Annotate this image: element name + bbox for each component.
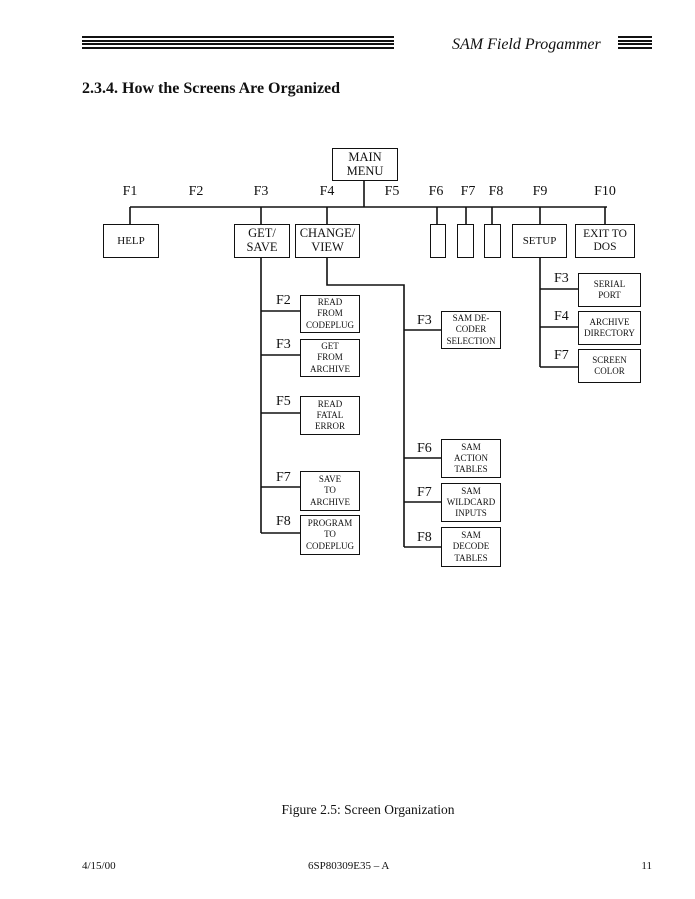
sam-wildcard-inputs-box: SAM WILDCARD INPUTS — [441, 483, 501, 522]
archive-directory-box: ARCHIVE DIRECTORY — [578, 311, 641, 345]
footer-doc-number: 6SP80309E35 – A — [308, 860, 390, 872]
setup-box: SETUP — [512, 224, 567, 258]
key-label-f6: F6 — [428, 184, 444, 199]
key-label-f5: F5 — [384, 184, 400, 199]
key-label-f10: F10 — [594, 184, 616, 199]
setup-key-f4: F4 — [554, 309, 569, 324]
key-label-f8: F8 — [488, 184, 504, 199]
empty-box-f8 — [484, 224, 501, 258]
running-title: SAM Field Progammer — [452, 36, 601, 53]
serial-port-box: SERIAL PORT — [578, 273, 641, 307]
change-view-key-f8: F8 — [417, 530, 432, 545]
empty-box-f7 — [457, 224, 474, 258]
footer-date: 4/15/00 — [82, 860, 116, 872]
get-save-box: GET/ SAVE — [234, 224, 290, 258]
setup-key-f3: F3 — [554, 271, 569, 286]
screen-color-box: SCREEN COLOR — [578, 349, 641, 383]
figure-caption: Figure 2.5: Screen Organization — [281, 802, 455, 817]
get-save-key-f8: F8 — [276, 514, 291, 529]
change-view-key-f3: F3 — [417, 313, 432, 328]
header-rule-right — [618, 36, 652, 50]
sam-action-tables-box: SAM ACTION TABLES — [441, 439, 501, 478]
empty-box-f6 — [430, 224, 446, 258]
section-heading: 2.3.4. How the Screens Are Organized — [82, 80, 341, 97]
exit-to-dos-box: EXIT TO DOS — [575, 224, 635, 258]
key-label-f2: F2 — [188, 184, 204, 199]
sam-decode-tables-box: SAM DECODE TABLES — [441, 527, 501, 567]
key-label-f7: F7 — [460, 184, 476, 199]
get-save-key-f7: F7 — [276, 470, 291, 485]
help-box: HELP — [103, 224, 159, 258]
save-to-archive-box: SAVE TO ARCHIVE — [300, 471, 360, 511]
header-rule-left — [82, 36, 394, 50]
key-label-f9: F9 — [532, 184, 548, 199]
key-label-f1: F1 — [122, 184, 138, 199]
get-save-key-f3: F3 — [276, 337, 291, 352]
change-view-key-f7: F7 — [417, 485, 432, 500]
setup-key-f7: F7 — [554, 348, 569, 363]
sam-decoder-selection-box: SAM DE- CODER SELECTION — [441, 311, 501, 349]
get-save-key-f5: F5 — [276, 394, 291, 409]
read-fatal-error-box: READ FATAL ERROR — [300, 396, 360, 435]
get-from-archive-box: GET FROM ARCHIVE — [300, 339, 360, 377]
change-view-key-f6: F6 — [417, 441, 432, 456]
read-from-codeplug-box: READ FROM CODEPLUG — [300, 295, 360, 333]
change-view-box: CHANGE/ VIEW — [295, 224, 360, 258]
get-save-key-f2: F2 — [276, 293, 291, 308]
footer-page-number: 11 — [641, 860, 652, 872]
key-label-f4: F4 — [319, 184, 335, 199]
program-to-codeplug-box: PROGRAM TO CODEPLUG — [300, 515, 360, 555]
main-menu-box: MAIN MENU — [332, 148, 398, 181]
key-label-f3: F3 — [253, 184, 269, 199]
